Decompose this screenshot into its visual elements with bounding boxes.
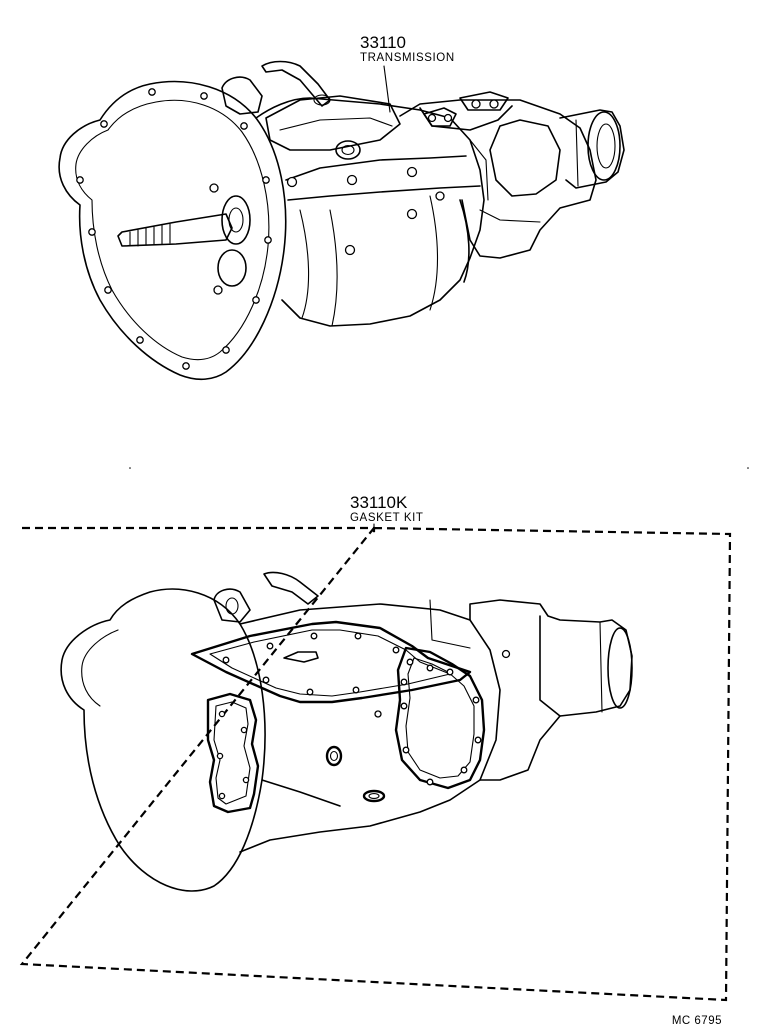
part-number: 33110K xyxy=(350,493,408,512)
part-label-gasket-kit: 33110K GASKET KIT xyxy=(350,493,424,524)
gasket-kit-illustration xyxy=(60,523,633,892)
part-number: 33110 xyxy=(360,33,406,52)
transmission-illustration xyxy=(58,60,625,381)
part-label-transmission: 33110 TRANSMISSION xyxy=(360,33,455,64)
part-name: TRANSMISSION xyxy=(360,52,455,64)
figure-code: MC 6795 xyxy=(672,1015,722,1027)
gasket-kit-boundary xyxy=(19,526,732,1002)
part-name: GASKET KIT xyxy=(350,512,424,524)
